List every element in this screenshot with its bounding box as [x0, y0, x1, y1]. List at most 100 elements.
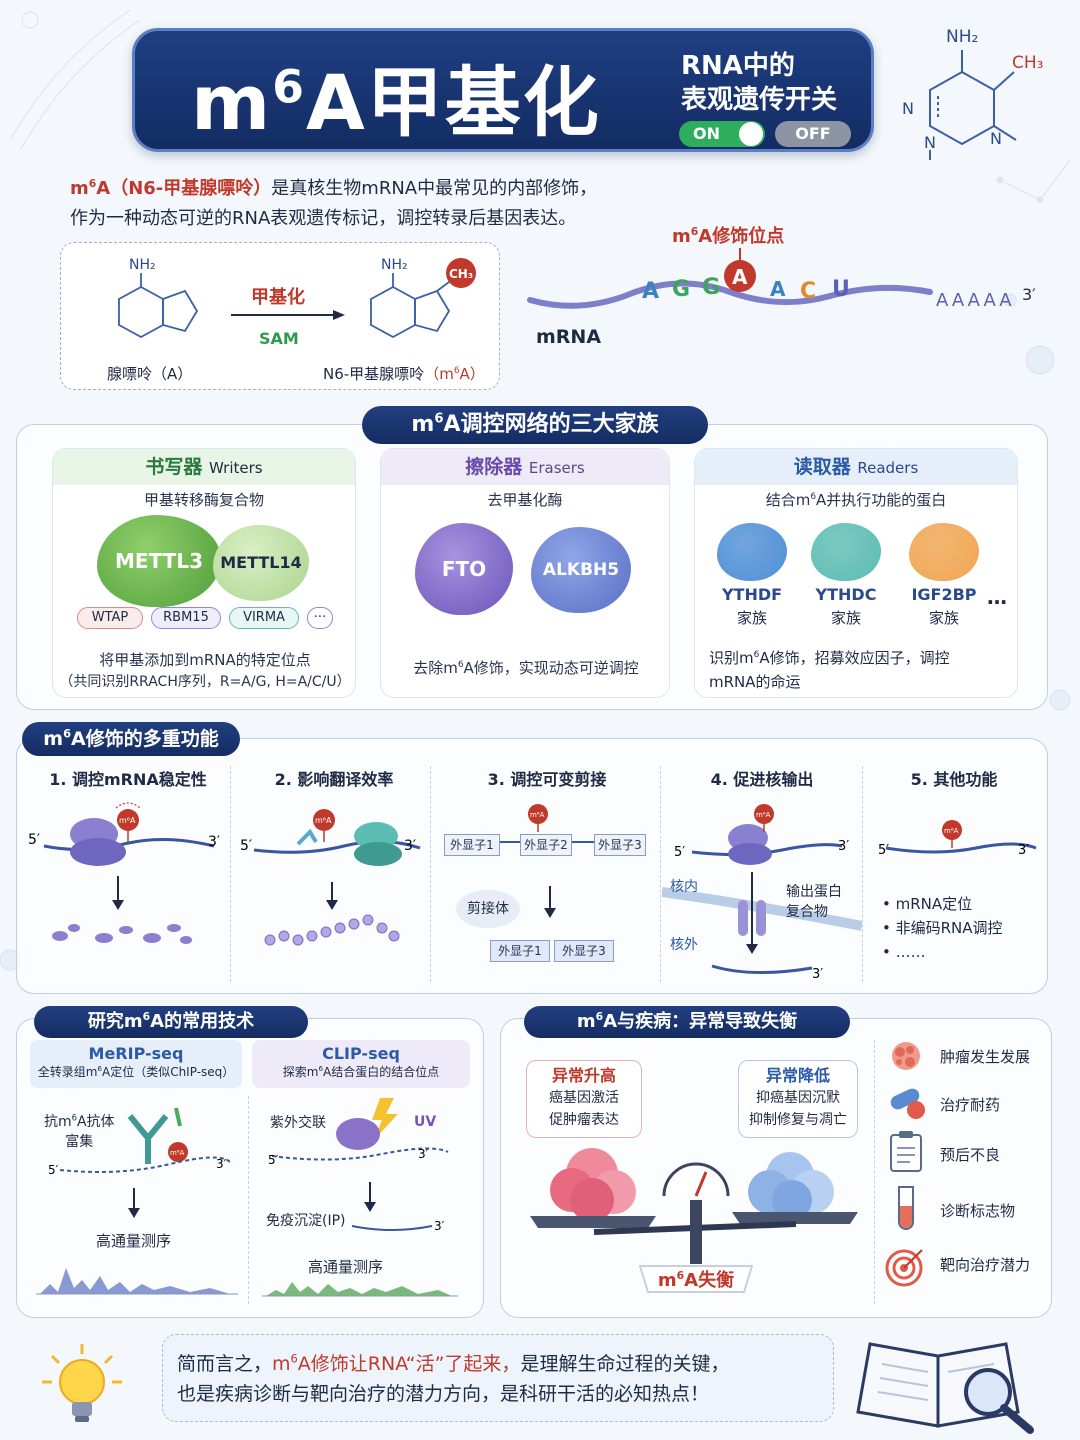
high-callout: 异常升高 癌基因激活 促肿瘤表达 — [526, 1060, 642, 1138]
writers-footnote-1: 将甲基添加到mRNA的特定位点 — [99, 651, 311, 669]
reader-sub-2: 家族 — [830, 609, 861, 627]
spliceosome-bubble: 剪接体 — [456, 890, 520, 928]
cofactor-label: SAM — [259, 329, 299, 348]
page-subtitle: RNA中的 表观遗传开关 — [681, 49, 837, 117]
merip-seq-label: 高通量测序 — [96, 1232, 172, 1250]
book-magnifier-icon — [856, 1342, 1034, 1434]
f1-mark: m⁶A — [119, 816, 136, 825]
writers-footnote-2: （共同识别RRACH序列，R=A/G, H=A/C/U） — [59, 674, 351, 690]
f4-mark: m⁶A — [756, 811, 771, 819]
function-5-illustration: m⁶A 5′ 3′ — [878, 820, 1037, 858]
techniques-divider — [248, 1096, 249, 1304]
intro-term: m6A（N6-甲基腺嘌呤） — [70, 177, 272, 199]
antibody-label-2: 富集 — [65, 1134, 94, 1150]
reader-name-2: YTHDC — [815, 585, 877, 604]
page-title: m6A甲基化 — [191, 58, 601, 147]
mrna-strand: A G G A A C U AAAAA 3′ — [527, 248, 1036, 311]
writers-desc: 甲基转移酶复合物 — [143, 491, 264, 509]
erasers-header: 擦除器 Erasers — [381, 449, 669, 485]
mrna-label: mRNA — [536, 326, 602, 348]
merip-name: MeRIP-seq — [88, 1044, 184, 1063]
f2-mark: m⁶A — [315, 816, 332, 825]
low-line-2: 抑制修复与凋亡 — [749, 1112, 847, 1128]
other-item-2: • 非编码RNA调控 — [882, 919, 1003, 937]
base-3: G — [702, 275, 720, 300]
structure-n7: N — [990, 129, 1002, 148]
function-4-illustration: m⁶A 5′ 3′ 3′ — [662, 804, 862, 982]
function-1-title: 1. 调控mRNA稳定性 — [49, 770, 207, 789]
f2-five-prime: 5′ — [240, 838, 252, 854]
techniques-section-title: 研究m6A的常用技术 — [34, 1006, 308, 1038]
disease-item-3: 预后不良 — [940, 1146, 1001, 1164]
f2-three-prime: 3′ — [404, 838, 416, 854]
wtap-chip: WTAP — [77, 607, 143, 629]
writers-header: 书写器 Writers — [53, 449, 355, 485]
title-banner: m6A甲基化 RNA中的 表观遗传开关 ON OFF — [132, 28, 874, 152]
reader-protein-1 — [717, 523, 787, 581]
summary-line-2: 也是疾病诊断与靶向治疗的潜力方向，是科研干活的必知热点！ — [177, 1383, 710, 1405]
alkbh5-protein: ALKBH5 — [531, 527, 631, 613]
erasers-footnote: 去除m6A修饰，实现动态可逆调控 — [413, 659, 639, 677]
high-line-2: 促肿瘤表达 — [549, 1112, 619, 1128]
intro-line-1: m6A（N6-甲基腺嘌呤）是真核生物mRNA中最常见的内部修饰， — [70, 177, 598, 199]
structure-n1: N — [902, 99, 914, 118]
f5-three-prime: 3′ — [1018, 843, 1029, 858]
function-2-title: 2. 影响翻译效率 — [274, 770, 394, 789]
adenine-label: 腺嘌呤（A） — [107, 365, 193, 383]
adenine-structure-icon: NH₂ — [118, 257, 199, 339]
reader-name-3: IGF2BP — [911, 585, 977, 604]
m6a-structure-icon: NH₂ CH₃ — [370, 257, 476, 339]
clip-five-prime: 5′ — [268, 1153, 279, 1167]
disease-section-title: m6A与疾病：异常导致失衡 — [524, 1006, 850, 1038]
function-divider-2 — [430, 766, 431, 982]
base-4-methylated: A — [732, 265, 748, 289]
export-label-1: 输出蛋白 — [786, 884, 842, 900]
target-icon — [885, 1249, 923, 1287]
mettl3-protein: METTL3 — [97, 515, 221, 607]
readers-header: 读取器 Readers — [695, 449, 1017, 485]
base-7: U — [832, 277, 850, 302]
erasers-card: 擦除器 Erasers 去甲基化酶 FTO ALKBH5 去除m6A修饰，实现动… — [380, 448, 670, 698]
summary-line-1: 简而言之，m6A修饰让RNA“活”了起来，是理解生命过程的关键， — [177, 1351, 730, 1375]
m6a-nh2: NH₂ — [381, 257, 408, 273]
m6a-site-label: m6A修饰位点 — [672, 225, 785, 247]
reader-sub-1: 家族 — [736, 609, 767, 627]
tumor-icon — [892, 1042, 920, 1070]
low-line-1: 抑癌基因沉默 — [756, 1090, 840, 1106]
base-6: C — [800, 279, 816, 304]
methylation-reaction-box: NH₂ 甲基化 SAM NH₂ CH₃ 腺嘌呤（A） N6-甲基腺嘌呤（m6A） — [60, 242, 500, 390]
merip-three-prime: 3′ — [216, 1157, 227, 1171]
summary-box: 简而言之，m6A修饰让RNA“活”了起来，是理解生命过程的关键， 也是疾病诊断与… — [162, 1334, 834, 1422]
function-divider-3 — [660, 766, 661, 982]
fto-protein: FTO — [415, 523, 513, 615]
ip-label: 免疫沉淀(IP) — [266, 1213, 346, 1229]
pill-icon — [890, 1088, 925, 1119]
structure-nh2: NH₂ — [946, 27, 978, 47]
f3-exon-1: 外显子1 — [444, 834, 500, 856]
merip-illustration: m⁶A 5′ 3′ — [36, 1107, 238, 1295]
reader-name-1: YTHDF — [721, 585, 783, 604]
intro-text: m6A（N6-甲基腺嘌呤）是真核生物mRNA中最常见的内部修饰， 作为一种动态可… — [70, 174, 670, 234]
subtitle-line-2: 表观遗传开关 — [681, 85, 838, 115]
uv-label: UV — [414, 1114, 437, 1130]
f4-three-prime: 3′ — [838, 839, 849, 854]
toggle-off-label: OFF — [775, 121, 851, 147]
clip-seq-label: 高通量测序 — [308, 1258, 384, 1276]
functions-section-title: m6A修饰的多重功能 — [22, 722, 240, 756]
f4-five-prime: 5′ — [674, 845, 685, 860]
structure-n3: N — [924, 133, 936, 152]
mrna-3prime: 3′ — [1022, 285, 1036, 304]
uv-crosslink-label: 紫外交联 — [270, 1115, 326, 1131]
summary-text: 简而言之，m6A修饰让RNA“活”了起来，是理解生命过程的关键， 也是疾病诊断与… — [177, 1349, 729, 1409]
lightbulb-icon — [42, 1344, 122, 1422]
readers-more: … — [987, 585, 1007, 609]
reader-protein-3 — [909, 523, 979, 581]
disease-item-1: 肿瘤发生发展 — [940, 1048, 1031, 1066]
merip-header: MeRIP-seq 全转录组m6A定位（类似ChIP-seq） — [30, 1040, 242, 1088]
mettl14-protein: METTL14 — [213, 525, 309, 601]
writers-card: 书写器 Writers 甲基转移酶复合物 METTL3 METTL14 WTAP… — [52, 448, 356, 698]
clip-three-prime: 3′ — [418, 1147, 429, 1161]
nucleus-label: 核内 — [670, 879, 698, 895]
f5-mark: m⁶A — [944, 827, 959, 835]
